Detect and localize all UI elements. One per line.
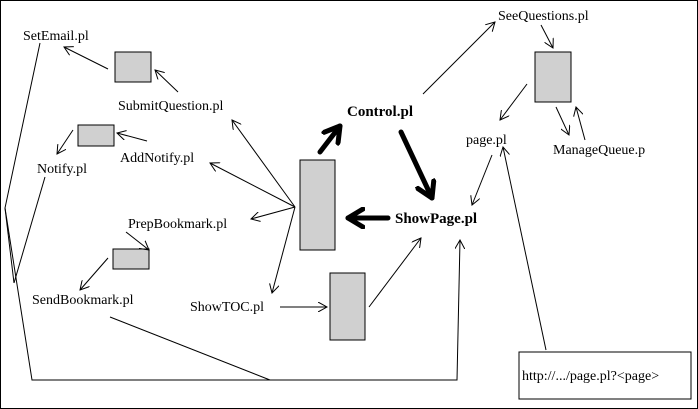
url-box-text: http://.../page.pl?<page> [522, 369, 659, 384]
arrow-addnotify-label-to-box [117, 133, 148, 142]
label-page: page.pl [466, 133, 507, 148]
arrow-hub-to-prepbookmark [251, 206, 296, 219]
line-sendbookmark-loop [109, 316, 271, 381]
label-prep-bookmark: PrepBookmark.pl [128, 217, 227, 232]
label-show-toc: ShowTOC.pl [190, 300, 264, 315]
arrow-seequestions-to-box [540, 24, 553, 48]
arrow-box-to-managequeue [555, 106, 569, 135]
bold-arrow-control-to-showpage [398, 129, 432, 201]
box-show-toc [329, 272, 366, 341]
box-central-hub [299, 159, 336, 251]
label-add-notify: AddNotify.pl [120, 151, 194, 166]
arrow-managequeue-to-box [576, 107, 586, 141]
arrow-box-to-page [500, 83, 528, 120]
arrow-box-to-showpage [368, 238, 421, 308]
label-control: Control.pl [347, 104, 413, 120]
label-submit-question: SubmitQuestion.pl [118, 99, 224, 114]
label-send-bookmark: SendBookmark.pl [32, 293, 134, 308]
loop-setemail-to-showpage [4, 42, 460, 381]
label-show-page: ShowPage.pl [395, 211, 477, 227]
label-set-email: SetEmail.pl [23, 29, 89, 44]
label-notify: Notify.pl [37, 162, 87, 177]
arrow-box-to-sendbookmark [80, 257, 109, 290]
arrow-addnotify-to-notify [57, 129, 74, 154]
arrow-hub-to-showtoc [272, 206, 296, 293]
arrow-hub-to-submitquestion [232, 120, 296, 208]
box-add-notify [77, 124, 115, 147]
url-box [518, 351, 692, 400]
box-submit-question [114, 51, 152, 83]
arrow-submitquestion-to-box [155, 70, 179, 93]
line-notify-loop [13, 176, 46, 284]
box-see-questions [534, 51, 572, 103]
arrow-hub-to-addnotify [210, 163, 296, 208]
arrow-url-to-page [503, 147, 547, 351]
box-send-bookmark [112, 248, 150, 270]
label-see-questions: SeeQuestions.pl [498, 9, 589, 24]
bold-arrow-hub-to-control [317, 123, 343, 155]
arrow-submit-to-setemail [64, 47, 109, 70]
arrow-control-to-seequestions [422, 22, 495, 95]
label-manage-queue: ManageQueue.p [553, 143, 645, 158]
arrow-page-to-showpage [472, 154, 493, 205]
arrow-prepbookmark-to-box [125, 231, 149, 250]
line-left-join [4, 207, 15, 284]
